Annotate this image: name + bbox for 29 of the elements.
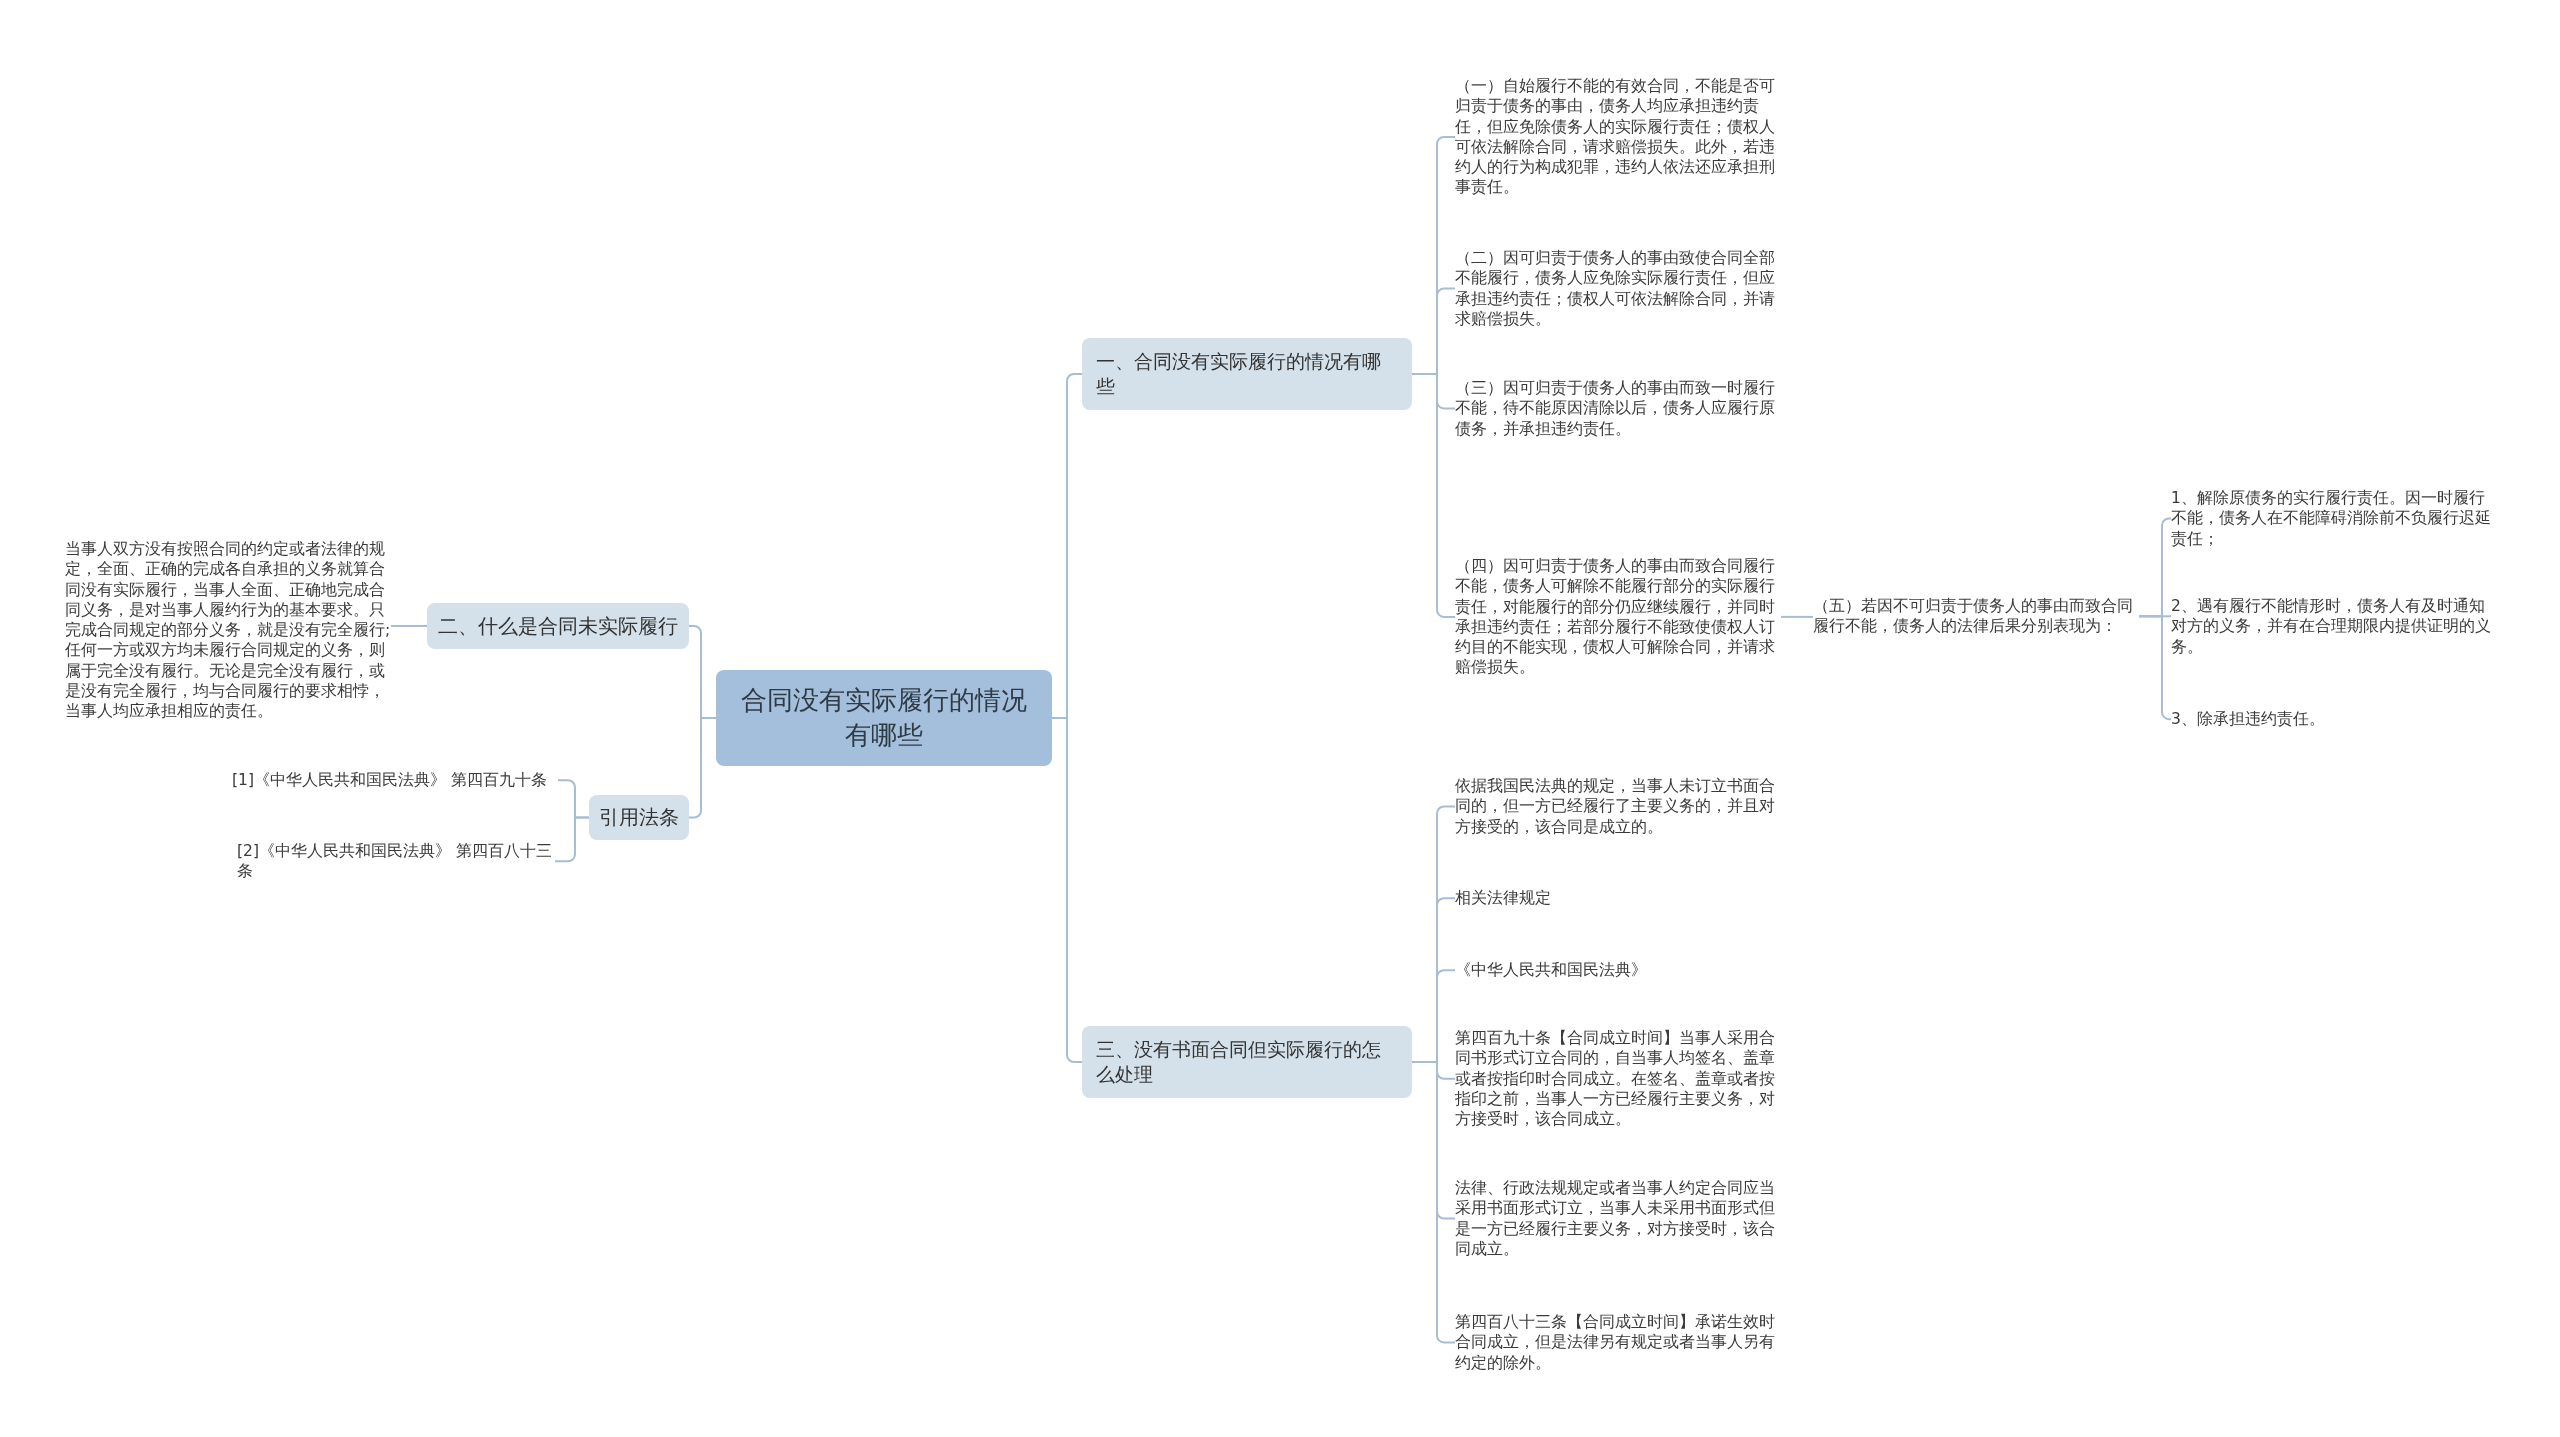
connector-line [688, 717, 717, 819]
topic-text: 相关法律规定 [1455, 888, 1781, 909]
central-topic-box: 合同没有实际履行的情况有哪些 [716, 670, 1052, 766]
topic-text: 《中华人民共和国民法典》 [1455, 960, 1781, 981]
topic-text: 当事人双方没有按照合同的约定或者法律的规定，全面、正确的完成各自承担的义务就算合同没有实际履行，当事人全面、正确地完成合同义务，是对当事人履约行为的基本要求。只完成合同规定的部分义务，就是没有完全履行;任何一方或双方均未履行合同规定的义务，则属于完全没有履行。无论是完全没有履行，或是没有完全履行，均与合同履行的要求相悖，当事人均应承担相应的责任。 [65, 539, 391, 722]
topic-text: （四）因可归责于债务人的事由而致合同履行不能，债务人可解除不能履行部分的实际履行责任，对能履行的部分仍应继续履行，并同时承担违约责任；若部分履行不能致使债权人订约目的不能实现，债权人可解除合同，并请求赔偿损失。 [1455, 556, 1781, 678]
topic-text: 法律、行政法规规定或者当事人约定合同应当采用书面形式订立，当事人未采用书面形式但是一方已经履行主要义务，对方接受时，该合同成立。 [1455, 1178, 1781, 1260]
topic-text: （三）因可归责于债务人的事由而致一时履行不能，待不能原因清除以后，债务人应履行原债务，并承担违约责任。 [1455, 378, 1781, 439]
topic-text: 3、除承担违约责任。 [2171, 709, 2497, 730]
branch-topic-box: 一、合同没有实际履行的情况有哪些 [1082, 338, 1412, 410]
topic-text: （二）因可归责于债务人的事由致使合同全部不能履行，债务人应免除实际履行责任，但应承担违约责任；债权人可依法解除合同，并请求赔偿损失。 [1455, 248, 1781, 330]
connector-line [1780, 615, 1814, 618]
connector-line [1411, 1061, 1456, 1344]
branch-topic-box: 引用法条 [589, 795, 689, 840]
topic-text: [2]《中华人民共和国民法典》 第四百八十三条 [237, 841, 555, 882]
topic-text: （一）自始履行不能的有效合同，不能是否可归责于债务的事由，债务人均应承担违约责任，但应免除债务人的实际履行责任；债权人可依法解除合同，请求赔偿损失。此外，若违约人的行为构成犯罪，违约人依法还应承担刑事责任。 [1455, 76, 1781, 198]
topic-text: （五）若因不可归责于债务人的事由而致合同履行不能，债务人的法律后果分别表现为： [1813, 596, 2139, 637]
branch-topic-box: 二、什么是合同未实际履行 [427, 603, 689, 649]
topic-text: 第四百九十条【合同成立时间】当事人采用合同书形式订立合同的，自当事人均签名、盖章或者按指印时合同成立。在签名、盖章或者按指印之前，当事人一方已经履行主要义务，对方接受时，该合同成立。 [1455, 1028, 1781, 1130]
topic-text: [1]《中华人民共和国民法典》 第四百九十条 [232, 770, 558, 791]
connector-line [390, 625, 428, 627]
connector-line [1051, 717, 1083, 1063]
connector-line [554, 816, 590, 863]
topic-text: 1、解除原债务的实行履行责任。因一时履行不能，债务人在不能障碍消除前不负履行迟延责任； [2171, 488, 2497, 549]
connector-line [2138, 615, 2172, 721]
topic-text: 依据我国民法典的规定，当事人未订立书面合同的，但一方已经履行了主要义务的，并且对方接受的，该合同是成立的。 [1455, 776, 1781, 837]
branch-topic-box: 三、没有书面合同但实际履行的怎么处理 [1082, 1026, 1412, 1098]
topic-text: 第四百八十三条【合同成立时间】承诺生效时合同成立，但是法律另有规定或者当事人另有约定的除外。 [1455, 1312, 1781, 1373]
topic-text: 2、遇有履行不能情形时，债务人有及时通知对方的义务，并有在合理期限内提供证明的义务。 [2171, 596, 2497, 657]
